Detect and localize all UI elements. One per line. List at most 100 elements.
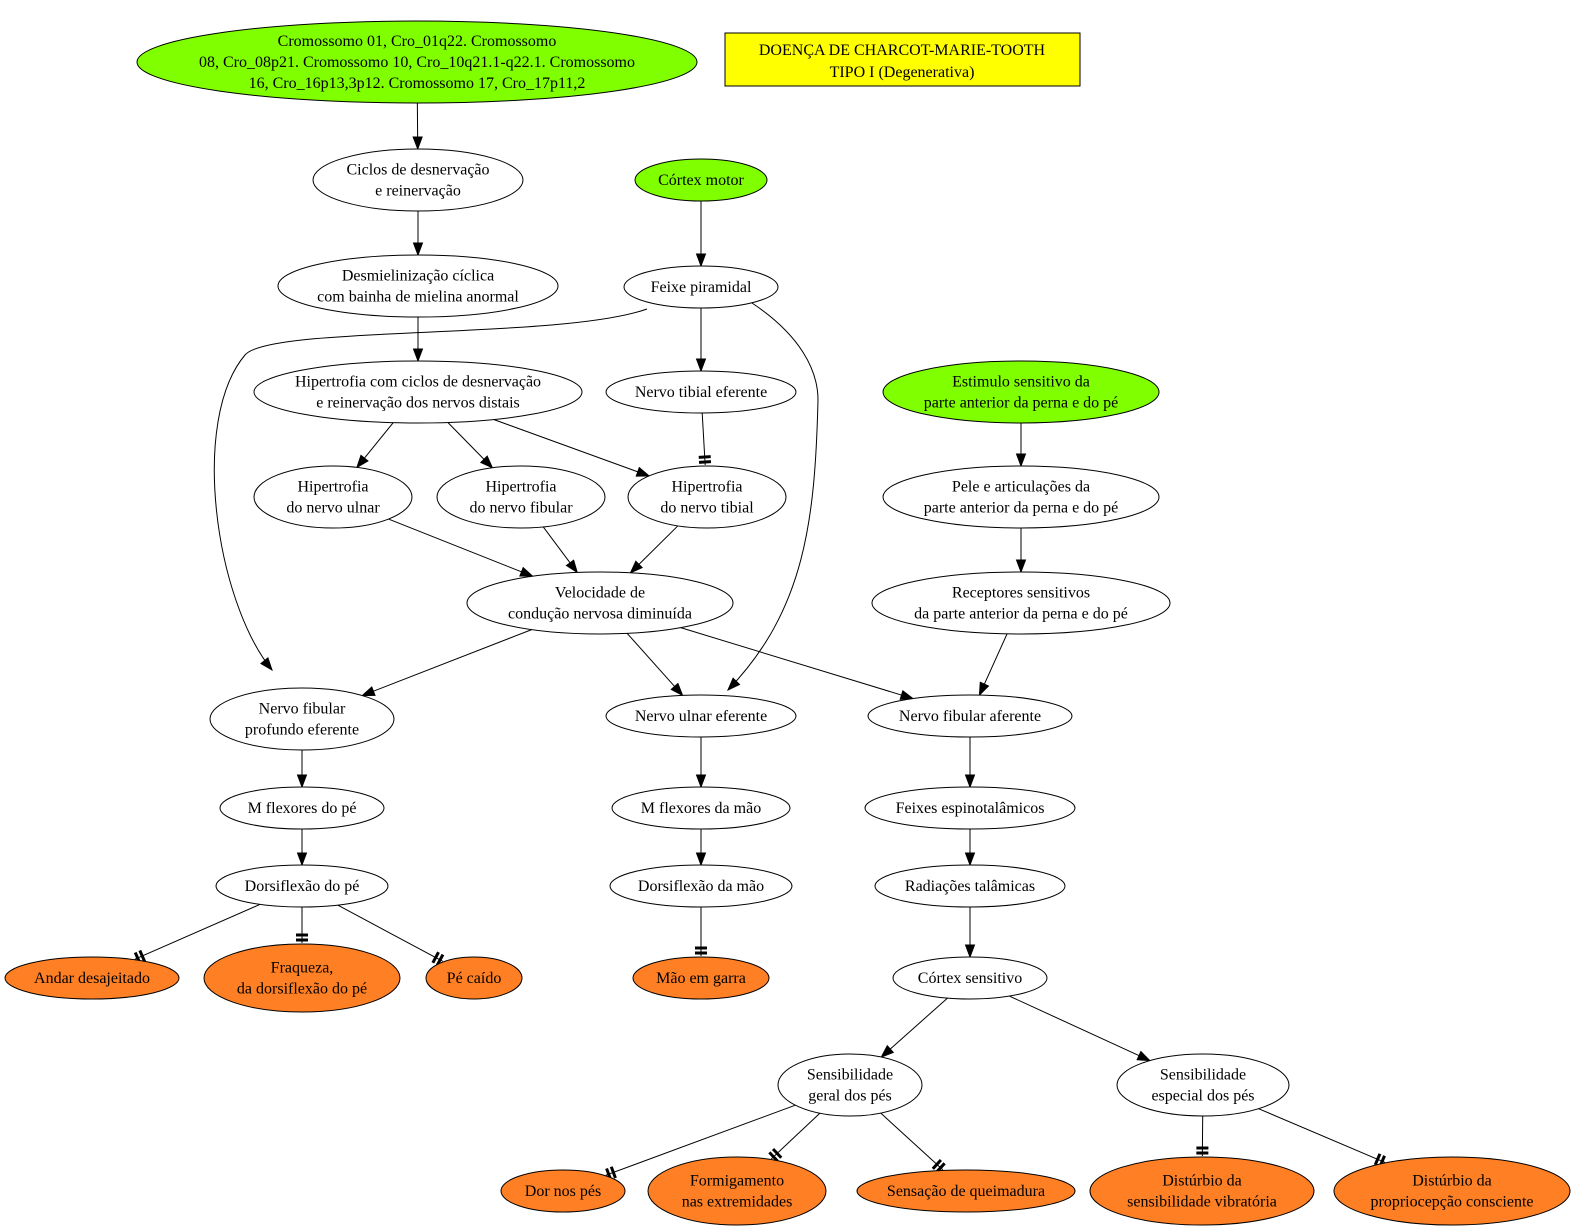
edge-ciclos-to-desmielinizacao-arrowhead [412, 242, 424, 257]
edge-desmielinizacao-to-hipertrofia-ciclos-arrowhead [412, 348, 424, 363]
node-dor: Dor nos pés [500, 1169, 626, 1213]
edge-m-flexores-pe-to-dorsiflexao-pe-arrowhead [296, 852, 308, 867]
node-ellipse [425, 956, 523, 1000]
node-label: Sensação de queimadura [887, 1183, 1045, 1200]
node-label: condução nervosa diminuída [508, 606, 692, 623]
edge-feixes-espino-to-radiacoes-arrowhead [964, 852, 976, 867]
node-disturbio-proprio: Distúrbio da propriocepção consciente [1333, 1156, 1571, 1226]
node-label: M flexores da mão [641, 800, 761, 817]
node-ellipse [634, 158, 768, 202]
node-label: profundo eferente [245, 722, 359, 739]
node-label: Nervo fibular aferente [899, 708, 1041, 725]
node-label: propriocepção consciente [1370, 1194, 1533, 1211]
edge-hipertrofia-ciclos-to-hip-fibular [447, 422, 486, 462]
node-fibular-profundo: Nervo fibular profundo eferente [209, 687, 395, 751]
node-label: Hipertrofia [485, 479, 556, 496]
edge-nervo-tibial-eferente-to-hip-tibial-tee-bar-1 [698, 460, 712, 464]
node-radiacoes: Radiações talâmicas [874, 864, 1066, 908]
edge-hip-fibular-to-velocidade [542, 526, 572, 565]
node-ellipse [215, 864, 389, 908]
node-ellipse [882, 360, 1160, 424]
edge-sens-geral-to-dor-tee-bar-2 [609, 1166, 617, 1179]
node-ellipse [1089, 1156, 1315, 1226]
node-label: Dorsiflexão da mão [638, 878, 764, 895]
node-label: Distúrbio da [1162, 1173, 1242, 1190]
node-ellipse [203, 943, 401, 1013]
node-ellipse [312, 148, 524, 212]
edge-dorsiflexao-pe-to-andar-tee-bar-2 [138, 949, 147, 963]
nodes-layer: Cromossomo 01, Cro_01q22. Cromossomo08, … [4, 20, 1571, 1226]
node-ellipse [1333, 1156, 1571, 1226]
edge-cortex-sensitivo-to-sens-geral-arrowhead [880, 1044, 895, 1059]
node-label: Distúrbio da [1412, 1173, 1492, 1190]
node-label: Hipertrofia com ciclos de desnervação [295, 374, 541, 391]
edge-hipertrofia-ciclos-to-hip-ulnar-arrowhead [356, 454, 369, 469]
node-ellipse [277, 254, 559, 318]
node-ellipse [466, 571, 734, 635]
title-rect [724, 32, 1081, 87]
node-ellipse [4, 956, 180, 1000]
node-label: do nervo tibial [660, 500, 754, 517]
edge-hipertrofia-ciclos-to-hip-ulnar [362, 422, 394, 460]
node-cortex-sensitivo: Córtex sensitivo [892, 956, 1048, 1000]
node-label: Andar desajeitado [34, 970, 150, 987]
node-pe-caido: Pé caído [425, 956, 523, 1000]
node-ellipse [856, 1169, 1076, 1213]
node-mao-garra: Mão em garra [632, 956, 770, 1000]
title-box: DOENÇA DE CHARCOT-MARIE-TOOTH TIPO I (De… [724, 32, 1081, 87]
edge-sens-especial-to-disturbio-proprio [1258, 1108, 1386, 1163]
node-ellipse [609, 864, 793, 908]
node-ellipse [605, 694, 797, 738]
node-cromossomo: Cromossomo 01, Cro_01q22. Cromossomo08, … [136, 20, 698, 104]
node-ellipse [611, 786, 791, 830]
node-label: Cromossomo 01, Cro_01q22. Cromossomo [278, 33, 557, 50]
node-ellipse [436, 465, 606, 529]
edge-cromossomo-to-ciclos-arrowhead [412, 136, 423, 151]
node-label: Dor nos pés [525, 1183, 601, 1200]
node-ellipse [253, 360, 583, 424]
node-ellipse [500, 1169, 626, 1213]
node-label: Dorsiflexão do pé [245, 878, 360, 895]
edge-cortex-motor-to-feixe-piramidal-arrowhead [695, 253, 707, 268]
node-label: parte anterior da perna e do pé [924, 500, 1119, 517]
node-label: Córtex sensitivo [918, 970, 1022, 987]
edge-cortex-sensitivo-to-sens-especial-arrowhead [1136, 1050, 1152, 1062]
node-label: do nervo fibular [469, 500, 573, 517]
node-dorsiflexao-mao: Dorsiflexão da mão [609, 864, 793, 908]
node-label: Nervo fibular [259, 701, 346, 718]
node-ellipse [892, 956, 1048, 1000]
edge-sens-geral-to-queimadura [880, 1112, 944, 1171]
edge-cortex-sensitivo-to-sens-especial [1009, 995, 1142, 1057]
node-ellipse [632, 956, 770, 1000]
edge-velocidade-to-fibular-profundo-arrowhead [360, 686, 376, 697]
node-label: geral dos pés [808, 1088, 892, 1105]
node-dorsiflexao-pe: Dorsiflexão do pé [215, 864, 389, 908]
edge-estimulo-to-pele-arrowhead [1015, 453, 1027, 468]
edge-hip-fibular-to-velocidade-arrowhead [565, 559, 579, 574]
node-ellipse [136, 20, 698, 104]
node-label: parte anterior da perna e do pé [924, 395, 1119, 412]
node-label: Velocidade de [555, 585, 645, 602]
node-ellipse [882, 465, 1160, 529]
edge-receptores-to-fibular-aferente [983, 633, 1008, 687]
edge-nervo-tibial-eferente-to-hip-tibial-tee-bar-2 [698, 455, 711, 459]
node-label: Fraqueza, [271, 960, 334, 977]
edge-sens-geral-to-dor [605, 1104, 796, 1176]
edge-hipertrofia-ciclos-to-hip-fibular-arrowhead [479, 455, 494, 469]
title-line-1: DOENÇA DE CHARCOT-MARIE-TOOTH [759, 42, 1046, 59]
node-label: da dorsiflexão do pé [237, 981, 367, 998]
node-label: do nervo ulnar [286, 500, 380, 517]
node-label: Receptores sensitivos [952, 585, 1090, 602]
node-hip-fibular: Hipertrofia do nervo fibular [436, 465, 606, 529]
node-label: M flexores do pé [248, 800, 357, 817]
node-ellipse [874, 864, 1066, 908]
node-label: Formigamento [690, 1173, 784, 1190]
edge-cortex-sensitivo-to-sens-geral [888, 997, 948, 1051]
